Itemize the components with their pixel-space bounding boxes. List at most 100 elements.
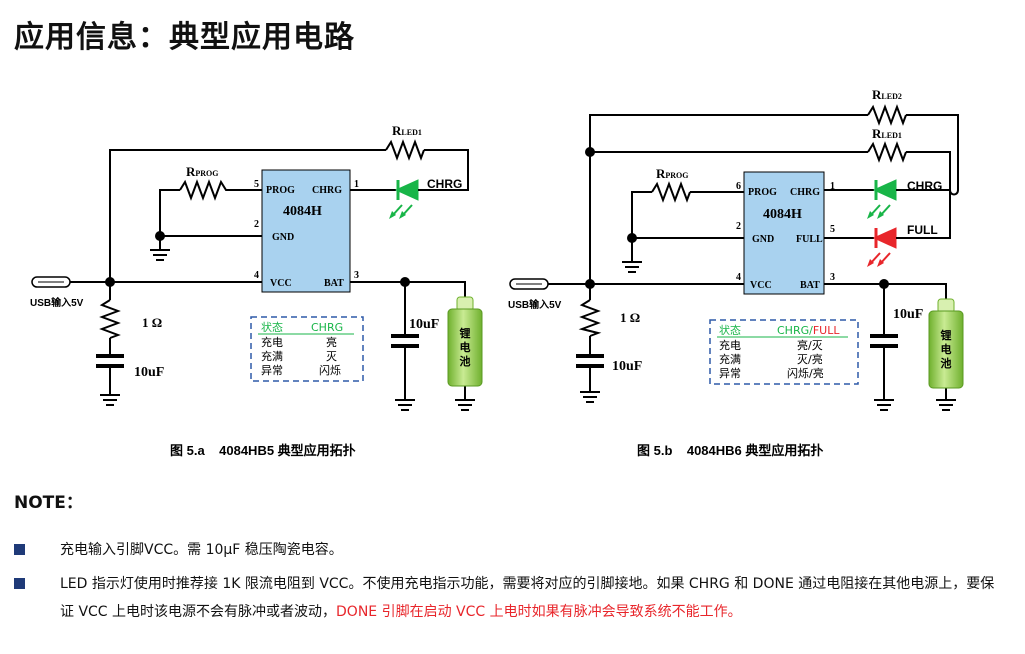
chip-a-pin-chrg: CHRG [312, 185, 342, 196]
svg-text:池: 池 [460, 354, 471, 368]
capacitor-b-output [870, 334, 898, 348]
note-2-warning: DONE 引脚在启动 VCC 上电时如果有脉冲会导致系统不能工作。 [336, 604, 742, 620]
svg-text:状态: 状态 [719, 323, 741, 337]
svg-text:池: 池 [941, 356, 952, 370]
usb-b-label: USB输入5V [508, 298, 562, 311]
ground-b-output [874, 399, 894, 411]
figure-a-schematic: 4084H PROG CHRG GND VCC BAT 5 1 2 4 3 RP… [30, 123, 483, 458]
figure-b-caption: 图 5.b 4084HB6 典型应用拓扑 [637, 443, 823, 458]
svg-text:电: 电 [460, 340, 471, 354]
svg-text:闪烁/亮: 闪烁/亮 [787, 366, 824, 380]
status-table-a: 状态 CHRG 充电 亮 充满 灭 异常 闪烁 [250, 316, 364, 382]
rled1-a-label: RLED1 [392, 123, 422, 138]
note-item-2: LED 指示灯使用时推荐接 1K 限流电阻到 VCC。不使用充电指示功能，需要将… [14, 570, 1004, 626]
led-b-full-label: FULL [907, 223, 938, 237]
chip-b-pinnum-full: 5 [830, 224, 835, 235]
status-table-b: 状态 CHRG/FULL 充电 亮/灭 充满 灭/亮 异常 闪烁/亮 [709, 319, 859, 385]
chip-b-pinnum-prog: 6 [736, 181, 741, 192]
svg-text:灭: 灭 [326, 350, 337, 363]
chip-b-pin-prog: PROG [748, 187, 777, 198]
led-a-green [389, 179, 440, 219]
chip-b-pin-gnd: GND [752, 234, 774, 245]
figure-b-schematic: 4084H PROG CHRG GND FULL VCC BAT 6 1 2 5… [508, 87, 964, 458]
svg-text:充电: 充电 [261, 335, 283, 349]
svg-text:充满: 充满 [261, 349, 283, 363]
page-title: 应用信息：典型应用电路 [14, 20, 355, 55]
note-item-1: 充电输入引脚VCC。需 10µF 稳压陶瓷电容。 [14, 536, 1004, 564]
chip-a-pinnum-gnd: 2 [254, 219, 259, 230]
figure-a-caption: 图 5.a 4084HB5 典型应用拓扑 [170, 443, 356, 458]
note-1-text: 充电输入引脚VCC。需 10µF 稳压陶瓷电容。 [60, 542, 343, 558]
resistor-b-led1 [867, 141, 907, 163]
svg-text:CHRG: CHRG [311, 321, 343, 334]
note-2-text: LED 指示灯使用时推荐接 1K 限流电阻到 VCC。不使用充电指示功能，需要将… [60, 576, 995, 620]
svg-text:充电: 充电 [719, 338, 741, 352]
svg-text:灭/亮: 灭/亮 [797, 352, 823, 366]
svg-text:异常: 异常 [719, 367, 741, 380]
rprog-a-label: RPROG [186, 164, 219, 179]
note-title: NOTE： [14, 493, 83, 513]
chip-b [743, 171, 825, 295]
c-output-a-label: 10uF [409, 317, 439, 332]
led-a-chrg-label: CHRG [427, 177, 462, 191]
c-input-b-label: 10uF [612, 359, 642, 374]
r-input-a-label: 1 Ω [142, 315, 162, 330]
svg-text:锂: 锂 [941, 328, 952, 342]
chip-a-pin-bat: BAT [324, 278, 344, 289]
svg-text:异常: 异常 [261, 364, 283, 377]
svg-text:充满: 充满 [719, 352, 741, 366]
chip-a-pin-vcc: VCC [270, 278, 292, 289]
ground-a-input [100, 394, 120, 406]
chip-b-pinnum-vcc: 4 [736, 272, 741, 283]
resistor-a-led1 [385, 139, 425, 161]
chip-b-pinnum-gnd: 2 [736, 221, 741, 232]
c-input-a-label: 10uF [134, 365, 164, 380]
chip-a-name: 4084H [283, 204, 322, 219]
rprog-b-label: RPROG [656, 166, 689, 181]
svg-text:电: 电 [941, 342, 952, 356]
chip-a-pinnum-vcc: 4 [254, 270, 259, 281]
chip-a-pin-prog: PROG [266, 185, 295, 196]
rled2-b-label: RLED2 [872, 87, 902, 102]
resistor-b-input [578, 299, 602, 337]
usb-a-label: USB输入5V [30, 296, 84, 309]
resistor-b-led2 [867, 104, 907, 126]
svg-text:锂: 锂 [460, 326, 471, 340]
chip-b-pinnum-chrg: 1 [830, 181, 835, 192]
chip-b-pin-bat: BAT [800, 280, 820, 291]
led-b-chrg-label: CHRG [907, 179, 942, 193]
chip-b-pin-chrg: CHRG [790, 187, 820, 198]
bullet-icon [14, 544, 25, 555]
led-b-red [867, 227, 930, 267]
capacitor-a-input [96, 354, 124, 368]
chip-b-pin-vcc: VCC [750, 280, 772, 291]
led-b-green [867, 179, 926, 219]
bullet-icon [14, 578, 25, 589]
ground-a-output [395, 399, 415, 411]
ground-a-prog [150, 249, 170, 261]
ground-a-battery [455, 399, 475, 411]
rled1-b-label: RLED1 [872, 126, 902, 141]
resistor-a-input [99, 299, 121, 339]
svg-text:亮: 亮 [326, 335, 337, 349]
chip-b-name: 4084H [763, 207, 802, 222]
chip-b-pin-full: FULL [796, 234, 823, 245]
battery-b: 锂 电 池 [928, 298, 964, 389]
ground-b-prog [622, 261, 642, 273]
resistor-b-prog [651, 181, 691, 203]
svg-text:闪烁: 闪烁 [319, 363, 341, 377]
schematic-area: 4084H PROG CHRG GND VCC BAT 5 1 2 4 3 RP… [30, 87, 964, 458]
r-input-b-label: 1 Ω [620, 310, 640, 325]
chip-a-pinnum-bat: 3 [354, 270, 359, 281]
chip-a-pin-gnd: GND [272, 232, 294, 243]
capacitor-a-output [391, 334, 419, 348]
ground-b-battery [936, 399, 956, 411]
ground-b-input [580, 391, 600, 403]
battery-a: 锂 电 池 [447, 296, 483, 387]
usb-connector-b [509, 278, 549, 290]
usb-connector-a [31, 276, 71, 288]
resistor-a-prog [179, 179, 230, 201]
svg-text:CHRG/FULL: CHRG/FULL [777, 324, 840, 337]
chip-a [261, 169, 351, 293]
chip-a-pinnum-chrg: 1 [354, 179, 359, 190]
